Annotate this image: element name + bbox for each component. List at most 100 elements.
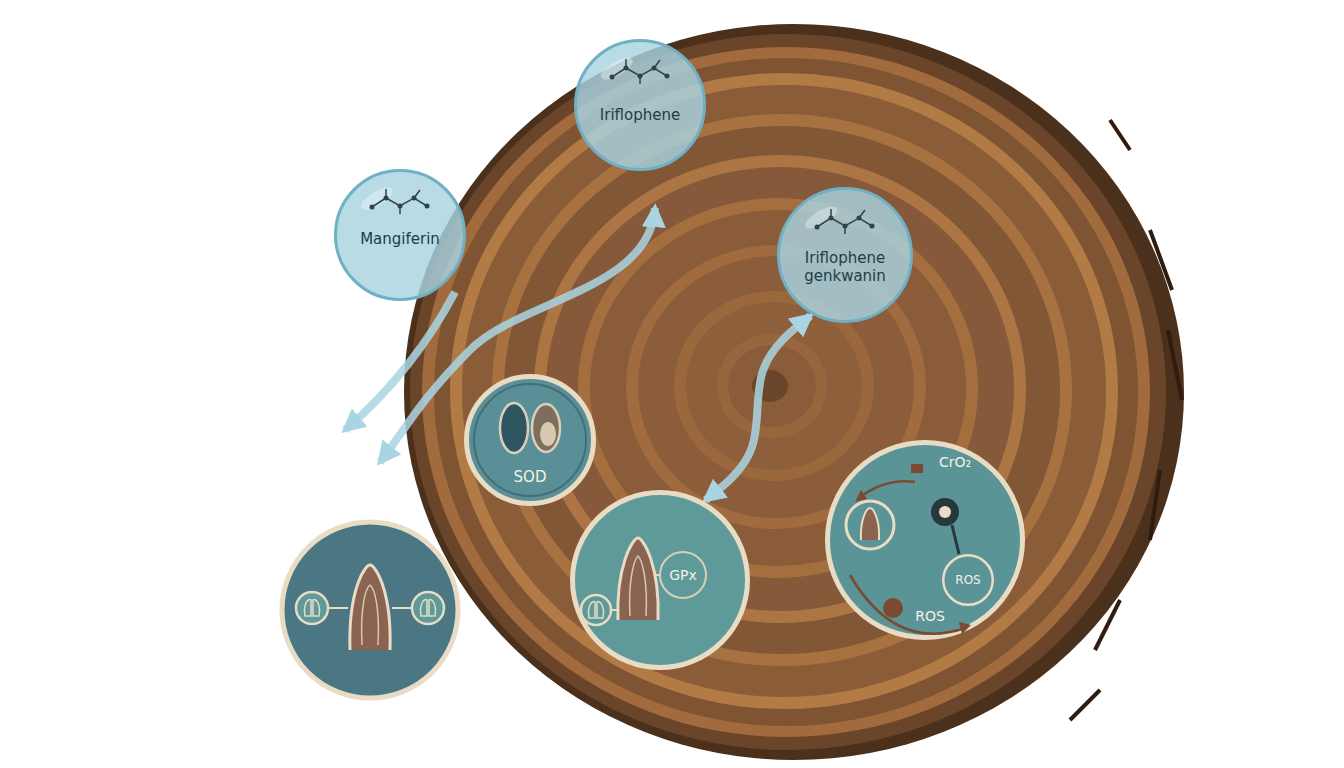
compound-bubble: Iriflophene genkwanin: [777, 187, 913, 323]
node-label: CrO₂: [925, 454, 985, 471]
node-circle: [467, 377, 594, 504]
molecule-dot: [883, 598, 903, 618]
text-slot: GPx: [661, 567, 705, 584]
bark: [404, 24, 1184, 760]
node-outline: [570, 490, 750, 670]
node-label: SOD: [485, 468, 575, 486]
node-shape: [779, 189, 912, 322]
arrow-tip: [959, 622, 971, 634]
lung-symbol: [589, 602, 604, 618]
organ-circle-ground: [282, 522, 458, 698]
bark-crack: [1070, 120, 1182, 720]
molecule-dot: [931, 498, 959, 526]
compound-bubble: Iriflophene: [574, 39, 706, 171]
node-label: Iriflophene genkwanin: [789, 249, 901, 285]
node-label: ROS: [945, 573, 991, 587]
node-shape: [336, 171, 465, 300]
node-shape: [467, 377, 594, 504]
organ-detail: [362, 585, 379, 645]
reaction-arrow: [859, 481, 915, 498]
bark: [410, 34, 1166, 750]
enzyme-symbol: [532, 404, 560, 452]
organ-circle: [846, 501, 894, 549]
molecule-atom: [610, 75, 615, 80]
node-circle: [943, 555, 993, 605]
node-label: GPx: [661, 567, 705, 584]
lung-symbol: [421, 600, 436, 616]
text-slot: ROS: [905, 608, 955, 625]
lung-circle: [581, 595, 611, 625]
bubble-gloss: [598, 54, 636, 84]
molecule-atom: [398, 204, 403, 209]
organ-symbol: [861, 508, 879, 540]
molecule-atom: [638, 74, 643, 79]
node-circle: [573, 493, 748, 668]
connector-arrow: [706, 316, 811, 500]
organ-symbol: [618, 538, 658, 620]
bubble-gloss: [802, 203, 840, 233]
node-shape: [828, 443, 1023, 638]
organ-link: [328, 607, 412, 609]
reaction-line: [952, 525, 959, 554]
enzyme-circle: SOD: [464, 374, 596, 506]
tree-ring: [686, 302, 862, 470]
tree-ring: [462, 85, 1106, 697]
node-circle: [779, 189, 912, 322]
enzyme-symbol: [540, 422, 556, 446]
organ-circle: [282, 522, 458, 698]
text-slot: Iriflophene: [579, 106, 701, 124]
flow-arrow: [345, 292, 455, 430]
label-ring: [660, 552, 706, 598]
node-circle: [576, 41, 705, 170]
node-shape: [576, 41, 705, 170]
ros-circle: CrO₂ ROS ROS: [825, 440, 1025, 640]
organ-symbol: [350, 565, 390, 650]
lung-symbol: [305, 600, 320, 616]
node-outline: [464, 374, 596, 506]
tree-trunk: [404, 24, 1184, 760]
arrow-tip: [855, 490, 867, 502]
molecule-atom: [370, 205, 375, 210]
tree-ring: [450, 73, 1118, 709]
text-slot: SOD: [485, 468, 575, 486]
node-circle: [828, 443, 1023, 638]
molecule-atom: [425, 204, 430, 209]
text-slot: ROS: [945, 573, 991, 587]
molecule-atom: [665, 74, 670, 79]
node-circle: [336, 171, 465, 300]
molecule-dot: [939, 506, 951, 518]
molecule-atom: [624, 66, 629, 71]
molecule-atom: [843, 224, 848, 229]
text-slot: CrO₂: [925, 454, 985, 471]
enzyme-symbol: [500, 403, 528, 453]
molecule-bond: [831, 209, 865, 234]
tree-ring: [434, 58, 1138, 726]
node-outline: [574, 39, 706, 171]
molecule-block: [911, 464, 923, 473]
tree-ring: [422, 47, 1150, 737]
molecule-atom: [815, 225, 820, 230]
lung-circle: [296, 592, 328, 624]
bubble-gloss: [358, 184, 396, 214]
node-label: ROS: [905, 608, 955, 625]
organ-link: [611, 575, 660, 610]
molecule-atom: [384, 196, 389, 201]
node-shape: [573, 493, 748, 668]
molecule-bond: [386, 189, 420, 214]
molecule-bond: [626, 59, 660, 84]
ros-bubble: ROS: [942, 554, 994, 606]
organ-detail: [630, 556, 647, 616]
molecule-atom: [829, 216, 834, 221]
compound-bubble: Mangiferin: [334, 169, 466, 301]
text-slot: Mangiferin: [339, 230, 461, 248]
text-slot: Iriflophene genkwanin: [789, 249, 901, 285]
molecule-atom: [412, 196, 417, 201]
molecule-atom: [870, 224, 875, 229]
node-shape: [943, 555, 993, 605]
node-label: Mangiferin: [339, 230, 461, 248]
molecule-atom: [652, 66, 657, 71]
node-label: Iriflophene: [579, 106, 701, 124]
inner-ring: [474, 384, 586, 496]
molecule-atom: [857, 216, 862, 221]
